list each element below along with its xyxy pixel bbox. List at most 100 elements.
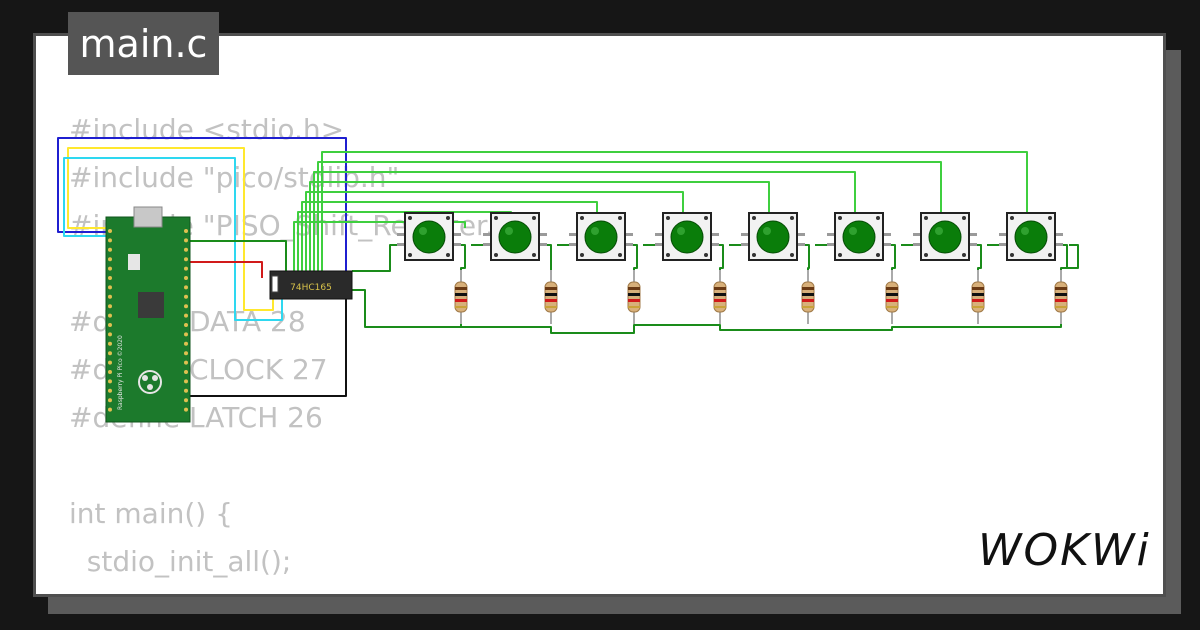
button-cap <box>756 220 790 254</box>
wire-light-green <box>305 191 684 278</box>
push-button[interactable] <box>569 212 633 261</box>
push-button[interactable] <box>827 212 891 261</box>
shift-register-chip[interactable]: 74HC165 <box>269 270 353 300</box>
button-leg <box>1055 243 1063 246</box>
resistor <box>885 270 899 324</box>
wire-green <box>969 244 982 280</box>
button-leg <box>827 243 835 246</box>
button-leg <box>741 233 749 236</box>
button-corner <box>618 253 622 257</box>
pico-pin <box>108 266 112 271</box>
button-corner <box>532 216 536 220</box>
wire-green <box>1061 244 1079 269</box>
resistor-band <box>802 306 814 308</box>
wire-light-green <box>317 161 942 278</box>
button-leg <box>797 233 805 236</box>
push-button[interactable] <box>397 212 461 261</box>
pico-pin <box>184 276 188 280</box>
wire-green <box>186 240 287 278</box>
button-leg <box>1055 233 1063 236</box>
wire-green <box>625 244 638 280</box>
button-corner <box>838 253 842 257</box>
button-cap <box>928 220 962 254</box>
button-leg <box>539 243 547 246</box>
button-cap <box>412 220 446 254</box>
push-button[interactable] <box>655 212 719 261</box>
pico-pin <box>108 398 112 403</box>
code-line: stdio_init_all(); <box>69 545 292 578</box>
resistor-band <box>714 293 726 296</box>
button-leg <box>625 243 633 246</box>
pico-board-label: Raspberry Pi Pico ©2020 <box>117 335 124 410</box>
pico-pin <box>184 370 188 374</box>
pico-pin <box>184 304 188 309</box>
resistor-band <box>802 287 814 290</box>
pico-board[interactable]: Raspberry Pi Pico ©2020 <box>105 206 191 423</box>
resistor-band <box>455 287 467 290</box>
wire-green <box>461 320 1062 334</box>
pico-pin <box>184 266 188 271</box>
pico-pins <box>108 229 188 412</box>
resistor-band <box>714 306 726 308</box>
file-tab-label: main.c <box>79 21 208 66</box>
wire-green <box>352 244 405 272</box>
push-button[interactable] <box>483 212 547 261</box>
button-corner <box>1010 253 1014 257</box>
pico-pin <box>108 379 112 384</box>
resistor-band <box>628 306 640 308</box>
push-button[interactable] <box>913 212 977 261</box>
resistor-band <box>802 299 814 302</box>
button-highlight <box>591 227 599 235</box>
shift-register-label: 74HC165 <box>290 283 332 293</box>
pico-pin <box>108 388 112 393</box>
wire-light-green <box>293 221 466 278</box>
button-leg <box>969 243 977 246</box>
resistor <box>801 270 815 324</box>
button-corner <box>1010 216 1014 220</box>
resistor-band <box>1055 287 1067 290</box>
resistor-band <box>714 287 726 290</box>
button-cap <box>1014 220 1048 254</box>
button-leg <box>569 243 577 246</box>
resistor <box>454 270 468 324</box>
button-leg <box>655 233 663 236</box>
pico-pin <box>184 229 188 233</box>
pico-pin <box>108 238 112 243</box>
wokwi-logo-text: WOKWi <box>978 524 1151 576</box>
button-leg <box>483 233 491 236</box>
wire-green <box>453 244 466 280</box>
button-corner <box>962 253 966 257</box>
resistor-band <box>886 293 898 296</box>
resistor <box>627 270 641 324</box>
button-corner <box>704 253 708 257</box>
usb-connector <box>133 206 163 228</box>
pico-pin <box>184 285 188 290</box>
resistor-band <box>886 306 898 308</box>
pico-pin <box>184 257 188 262</box>
push-button[interactable] <box>999 212 1063 261</box>
resistor-band <box>1055 306 1067 308</box>
button-corner <box>876 216 880 220</box>
wire-light-green <box>309 181 770 278</box>
resistor-band <box>545 299 557 302</box>
file-tab[interactable]: main.c <box>68 12 219 75</box>
push-button[interactable] <box>741 212 805 261</box>
button-highlight <box>763 227 771 235</box>
pico-pin <box>108 407 112 412</box>
button-leg <box>827 233 835 236</box>
pico-pin <box>184 398 188 403</box>
button-corner <box>790 253 794 257</box>
wire-black <box>186 296 347 397</box>
resistor-band <box>886 287 898 290</box>
button-cap <box>584 220 618 254</box>
button-corner <box>580 253 584 257</box>
resistor <box>971 270 985 324</box>
pico-pin <box>184 351 188 356</box>
pico-pin <box>108 313 112 318</box>
pico-pin <box>184 341 188 346</box>
button-corner <box>1048 216 1052 220</box>
wire-green <box>352 289 462 328</box>
pico-pin <box>184 407 188 412</box>
pico-pin <box>184 379 188 384</box>
resistor-band <box>1055 299 1067 302</box>
